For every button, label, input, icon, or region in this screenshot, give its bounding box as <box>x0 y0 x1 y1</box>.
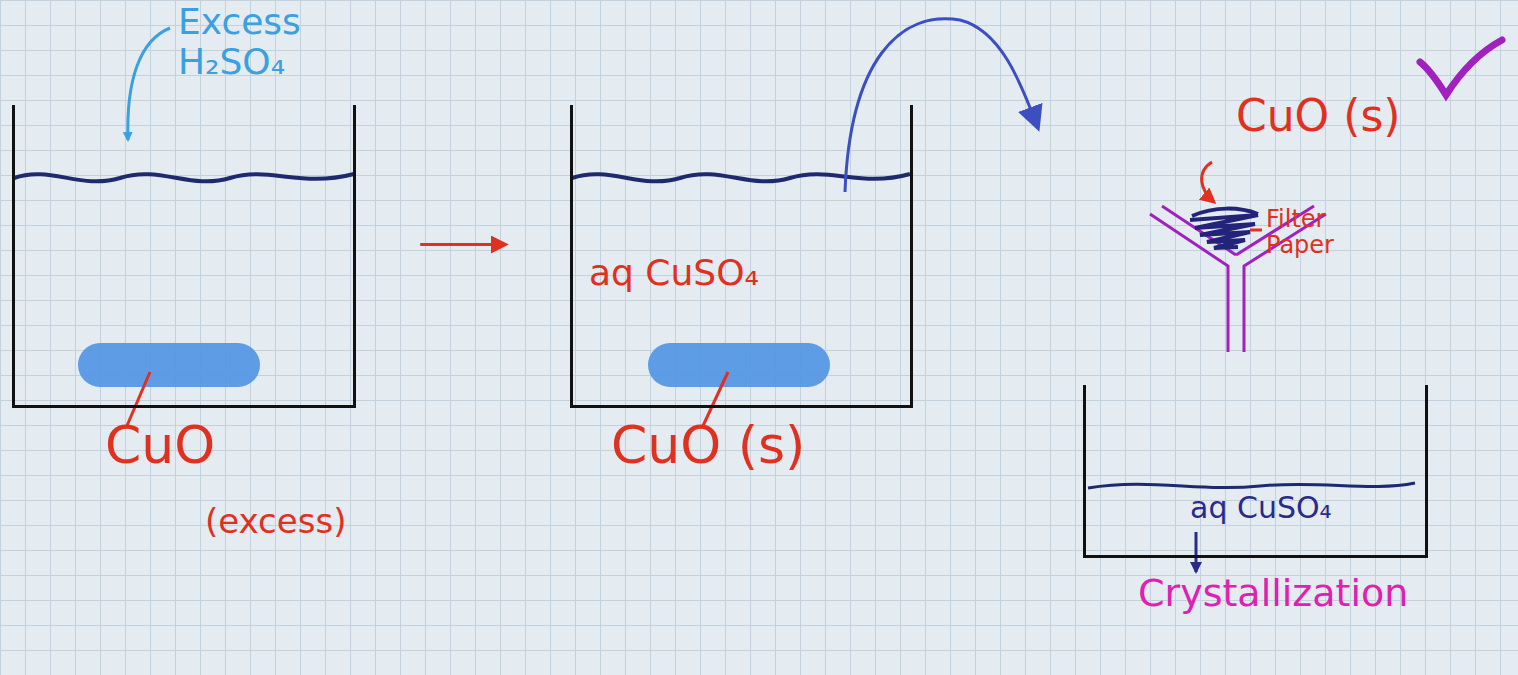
cuo-solid <box>648 343 830 387</box>
water-surface <box>14 174 354 181</box>
pointer-arrow <box>1202 162 1214 202</box>
state-note: (excess) <box>205 503 346 540</box>
check-mark <box>1420 40 1502 95</box>
cuo-solid <box>78 343 260 387</box>
solution-label: aq CuSO₄ <box>1190 491 1332 524</box>
process-label: Crystallization <box>1138 573 1408 615</box>
beaker: CuO(excess) <box>12 105 356 408</box>
water-surface <box>1088 483 1415 488</box>
part-label: Filter Paper <box>1266 206 1346 259</box>
water-surface <box>572 174 910 181</box>
process-arrow <box>420 243 506 246</box>
reagent-label: Excess H₂SO₄ <box>178 2 378 81</box>
pointer-arrow <box>1195 532 1198 572</box>
solution-label: aq CuSO₄ <box>589 253 759 293</box>
beaker: aq CuSO₄CuO (s) <box>570 105 913 408</box>
transfer-arrow <box>845 19 1038 192</box>
cuo-residue <box>1190 209 1258 248</box>
substance-label: CuO <box>105 417 215 474</box>
pointer-arrow <box>128 28 170 140</box>
residue-label: CuO (s) <box>1236 92 1400 140</box>
leader-line <box>1250 229 1262 232</box>
substance-label: CuO (s) <box>611 417 805 474</box>
beaker: aq CuSO₄Crystallization <box>1083 385 1428 558</box>
